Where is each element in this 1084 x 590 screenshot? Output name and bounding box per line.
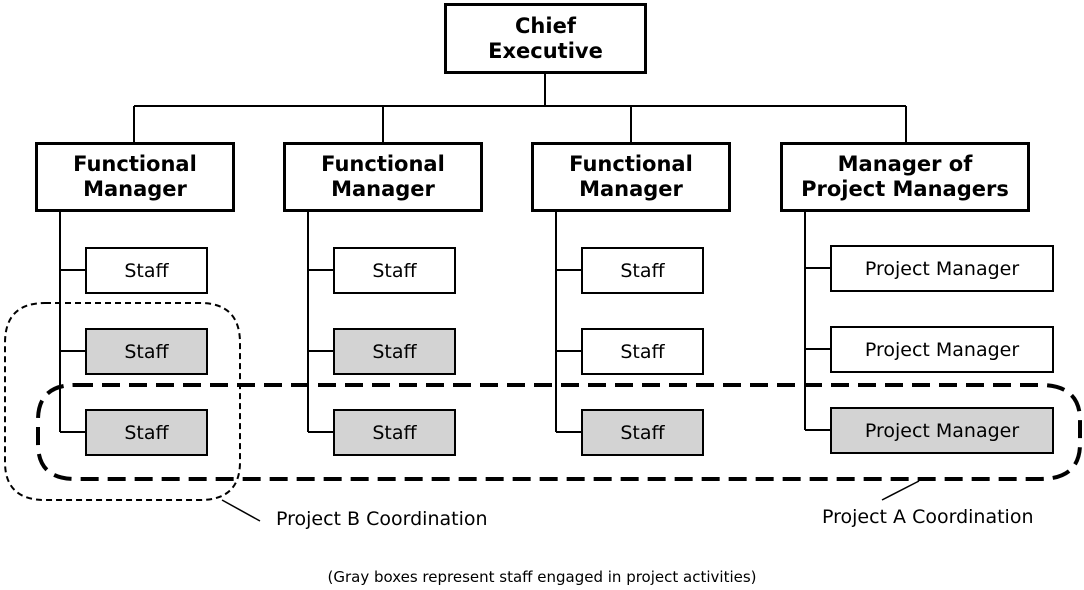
staff-box: Staff (581, 409, 704, 456)
staff-box: Staff (581, 247, 704, 294)
project-a-outline (36, 383, 1082, 481)
project-b-label: Project B Coordination (276, 508, 488, 530)
staff-label: Staff (372, 340, 417, 363)
staff-label: Staff (620, 421, 665, 444)
chief-title-line2: Executive (488, 38, 603, 63)
dept-4-title-line2: Project Managers (801, 177, 1009, 201)
staff-label: Staff (372, 259, 417, 282)
chief-executive-box: Chief Executive (444, 3, 647, 74)
staff-box: Staff (85, 409, 208, 456)
staff-label: Staff (620, 340, 665, 363)
dept-3-title-line1: Functional (569, 152, 693, 176)
project-manager-label: Project Manager (864, 419, 1020, 442)
dept-2-title-line2: Manager (331, 177, 435, 201)
functional-manager-2-box: Functional Manager (283, 142, 483, 212)
dept-1-title-line2: Manager (83, 177, 187, 201)
project-a-label: Project A Coordination (822, 506, 1034, 528)
manager-of-project-managers-box: Manager of Project Managers (780, 142, 1030, 212)
project-b-pointer (221, 499, 261, 522)
staff-label: Staff (124, 421, 169, 444)
staff-box: Staff (333, 247, 456, 294)
dept-4-title-line1: Manager of (837, 152, 973, 176)
project-manager-box: Project Manager (830, 245, 1054, 292)
project-b-outline (4, 302, 241, 501)
staff-label: Staff (620, 259, 665, 282)
legend-note: (Gray boxes represent staff engaged in p… (327, 568, 757, 586)
project-manager-label: Project Manager (864, 257, 1020, 280)
project-manager-label: Project Manager (864, 338, 1020, 361)
staff-box: Staff (581, 328, 704, 375)
staff-box: Staff (85, 328, 208, 375)
staff-label: Staff (124, 259, 169, 282)
staff-box: Staff (333, 328, 456, 375)
project-a-pointer (881, 480, 920, 501)
project-manager-box: Project Manager (830, 326, 1054, 373)
project-manager-box: Project Manager (830, 407, 1054, 454)
dept-1-title-line1: Functional (73, 152, 197, 176)
dept-2-title-line1: Functional (321, 152, 445, 176)
staff-label: Staff (372, 421, 417, 444)
functional-manager-3-box: Functional Manager (531, 142, 731, 212)
functional-manager-1-box: Functional Manager (35, 142, 235, 212)
staff-label: Staff (124, 340, 169, 363)
staff-box: Staff (85, 247, 208, 294)
dept-3-title-line2: Manager (579, 177, 683, 201)
chief-title-line1: Chief (515, 13, 576, 38)
staff-box: Staff (333, 409, 456, 456)
